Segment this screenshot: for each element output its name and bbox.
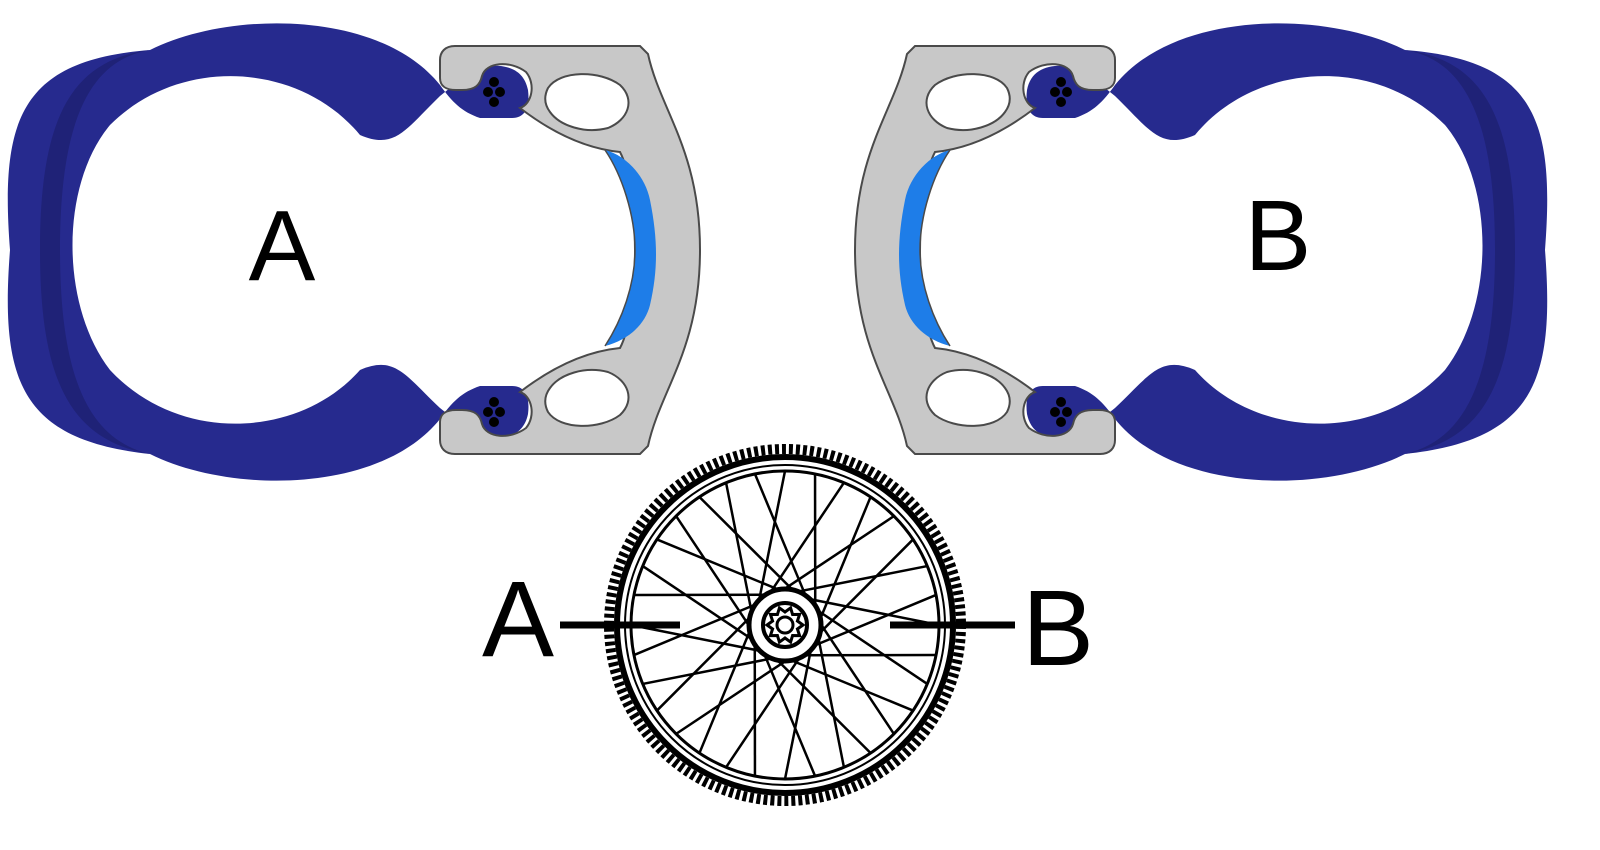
wheel-spoke [724,482,754,616]
wheel-spoke [725,654,803,768]
wheel-spoke [817,496,872,623]
wheel-spoke [642,656,776,686]
wheel-spoke [817,620,895,735]
wheel-spoke [656,613,754,712]
wheel-axle [775,615,795,635]
wheel-spoke [698,496,797,594]
wheel-spoke [642,565,756,643]
wheel-spoke [814,607,928,685]
wheel-spoke [761,650,817,777]
wheel-spoke [675,515,753,630]
wheel-spoke [787,657,914,712]
wheel-spoke [753,473,809,600]
tire-cross-section-a [6,22,701,482]
wheel-spoke [816,538,914,637]
wheel-spoke [794,564,928,594]
section-a-label: A [249,190,316,302]
tire-cross-section-b [854,22,1549,482]
wheel-spoke [773,656,872,754]
wheel-spoke [767,482,845,596]
wheel-spoke [675,657,790,735]
bicycle-wheel-icon [604,444,966,806]
wheel-spoke [633,601,760,657]
wheel-spoke [656,538,783,593]
wheel-spoke [805,597,940,627]
wheel-spoke [816,634,846,768]
wheel-spoke [783,645,813,780]
wheel-spoke [780,515,895,593]
wheel-spoke [757,470,787,605]
wheel-spoke [630,623,765,653]
wheel-spokes [630,470,940,780]
wheel-label-b: B [1022,567,1094,688]
wheel-label-a: A [482,558,554,679]
section-b-label: B [1245,180,1312,292]
wheel-spoke [810,593,937,649]
wheel-spoke [698,627,753,754]
